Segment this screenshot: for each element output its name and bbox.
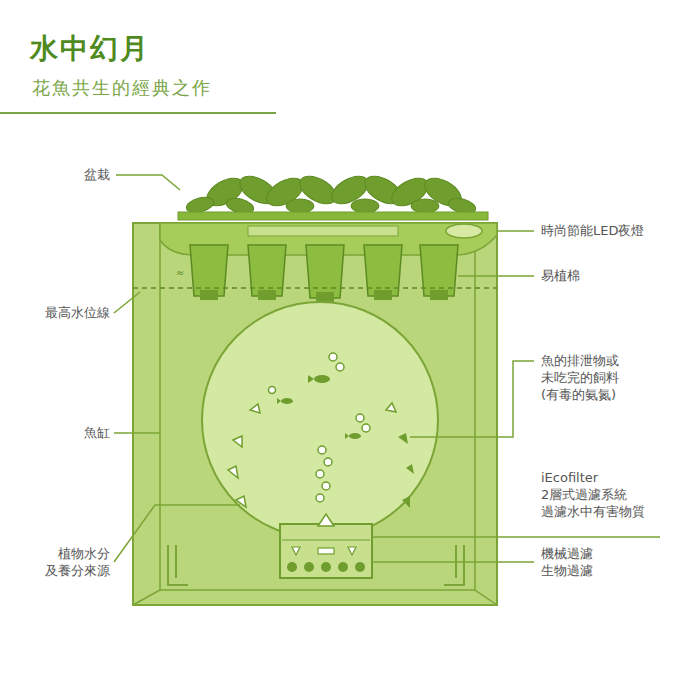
tank-body [133, 223, 497, 605]
diagram-subtitle: 花魚共生的經典之作 [32, 76, 212, 100]
tank-feet [168, 545, 464, 585]
filter-media [287, 562, 365, 572]
callout-label: 植物水分 及養分來源 [45, 545, 110, 579]
fish-bowl [202, 302, 438, 538]
callout-label: iEcofilter 2層式過濾系統 過濾水中有害物質 [541, 469, 645, 520]
wicks [200, 290, 448, 302]
plant-pots [190, 245, 458, 298]
callout-label: 最高水位線 [45, 304, 110, 321]
fish [277, 375, 361, 439]
water-line [133, 287, 497, 289]
leader-lines [114, 175, 660, 562]
diagram-title: 水中幻月 [30, 30, 150, 68]
title-rule [0, 112, 276, 114]
callout-label: 魚的排泄物或 未吃完的飼料 (有毒的氨氮) [541, 352, 619, 403]
ecofilter [280, 524, 372, 578]
callout-label: 機械過濾 生物過濾 [541, 545, 593, 579]
planter-tray [178, 212, 488, 220]
led-light [446, 224, 482, 238]
callout-label: 盆栽 [84, 166, 110, 183]
debris [228, 403, 396, 507]
bubbles [269, 353, 371, 502]
callout-label: 魚缸 [84, 424, 110, 441]
callout-label: 易植棉 [541, 267, 580, 284]
plant-leaves [185, 170, 478, 216]
callout-label: 時尚節能LED夜燈 [541, 222, 644, 239]
svg-text:≈: ≈ [176, 267, 184, 278]
debris-dark [398, 433, 414, 508]
